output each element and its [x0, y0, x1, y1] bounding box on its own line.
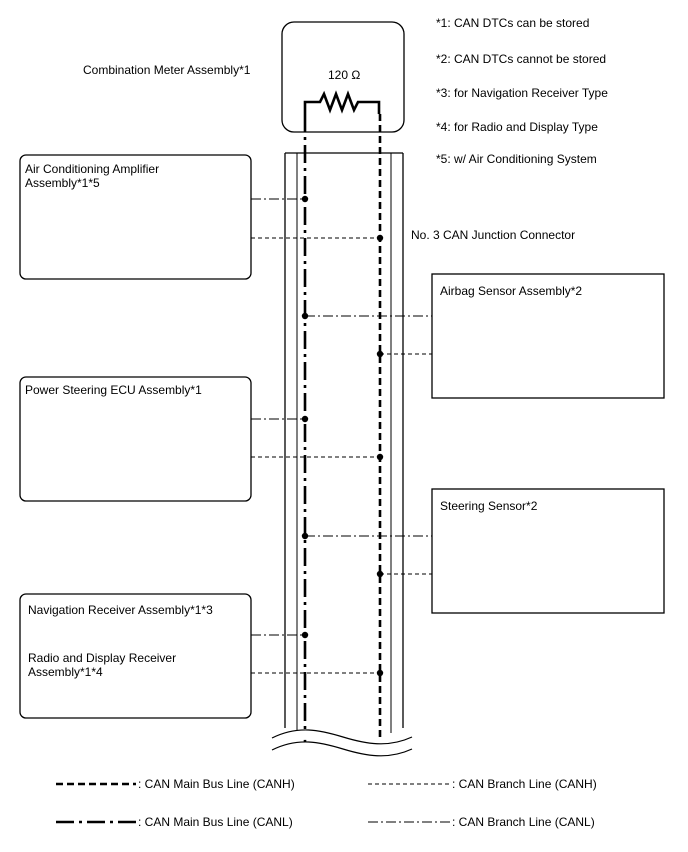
steering-sensor-box — [431, 488, 665, 614]
power-steering-ecu-label: Power Steering ECU Assembly*1 — [25, 383, 202, 397]
radio-display-receiver-label: Radio and Display Receiver Assembly*1*4 — [28, 651, 177, 679]
combination-meter-box — [281, 21, 405, 133]
steering-sensor-label: Steering Sensor*2 — [440, 499, 538, 513]
note-5: *5: w/ Air Conditioning System — [436, 152, 597, 166]
note-1: *1: CAN DTCs can be stored — [436, 16, 590, 30]
navigation-receiver-box — [19, 593, 252, 719]
junction-dot — [376, 669, 384, 677]
note-4: *4: for Radio and Display Type — [436, 120, 598, 134]
junction-dot — [301, 415, 309, 423]
legend-branch-canh-label: : CAN Branch Line (CANH) — [452, 777, 597, 791]
junction-dot — [301, 195, 309, 203]
legend-main-canh-label: : CAN Main Bus Line (CANH) — [138, 777, 295, 791]
junction-dot — [301, 631, 309, 639]
note-2: *2: CAN DTCs cannot be stored — [436, 52, 607, 66]
navigation-receiver-label: Navigation Receiver Assembly*1*3 — [28, 603, 213, 617]
junction-dot — [301, 532, 309, 540]
junction-dot — [376, 234, 384, 242]
break-line-lower — [271, 741, 413, 757]
legend-branch-canl-label: : CAN Branch Line (CANL) — [452, 815, 595, 829]
junction-dot — [376, 570, 384, 578]
combination-meter-label: Combination Meter Assembly*1 — [83, 63, 251, 77]
airbag-sensor-box — [431, 273, 665, 399]
junction-dot — [301, 312, 309, 320]
power-steering-ecu-box — [19, 376, 252, 502]
junction-connector-outline — [284, 152, 404, 728]
junction-dot — [376, 453, 384, 461]
break-line-upper — [271, 729, 413, 745]
legend-main-canl-label: : CAN Main Bus Line (CANL) — [138, 815, 293, 829]
airbag-sensor-label: Airbag Sensor Assembly*2 — [440, 284, 583, 298]
resistor-symbol — [303, 90, 381, 114]
resistor-label: 120 Ω — [328, 68, 361, 82]
junction-connector-label: No. 3 CAN Junction Connector — [411, 228, 576, 242]
air-conditioning-amplifier-box — [19, 154, 252, 280]
note-3: *3: for Navigation Receiver Type — [436, 86, 608, 100]
junction-dot — [376, 350, 384, 358]
air-conditioning-amplifier-label: Air Conditioning Amplifier Assembly*1*5 — [25, 162, 160, 190]
